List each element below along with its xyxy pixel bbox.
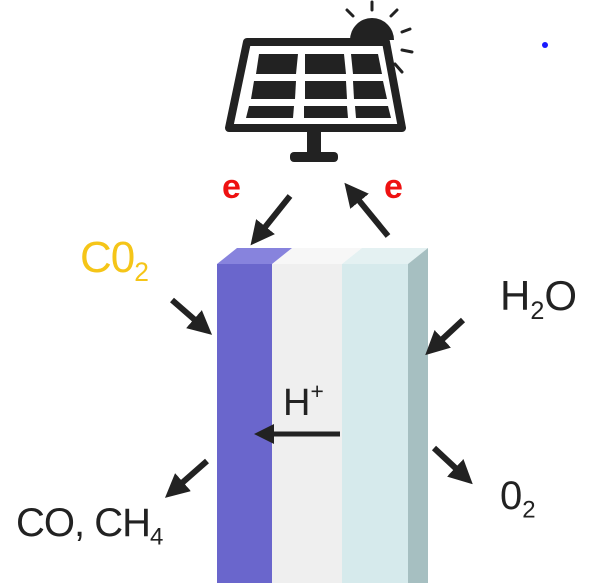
products-label: CO, CH4 — [16, 501, 163, 551]
electron-arrow-up — [344, 182, 391, 238]
co2-inflow-arrow — [170, 297, 213, 335]
co2-label-sub: 2 — [134, 257, 149, 288]
membrane-layer — [272, 264, 342, 583]
h2o-inflow-arrow — [425, 317, 466, 356]
anode-top — [342, 248, 428, 264]
o2-label-base: 0 — [500, 474, 523, 518]
blue-dot — [542, 42, 548, 48]
proton-label-sup: + — [310, 378, 324, 404]
anode-side — [408, 248, 428, 583]
co2-label: C02 — [80, 233, 149, 288]
products-label-main: CO, CH — [16, 501, 151, 545]
cathode-layer — [217, 264, 272, 583]
electron-label-left: e — [222, 168, 241, 206]
o2-outflow-arrow — [431, 445, 473, 485]
electron-label-right: e — [384, 168, 403, 206]
membrane-top — [272, 248, 362, 264]
h2o-label-sub: 2 — [530, 296, 545, 325]
solar-panel-icon — [225, 38, 406, 162]
electrochemical-cell — [217, 248, 428, 583]
proton-label: H+ — [283, 380, 324, 422]
sun-icon — [345, 0, 414, 74]
h2o-label-h: H — [500, 272, 531, 319]
products-label-sub: 4 — [150, 523, 163, 551]
anode-layer — [342, 264, 408, 583]
o2-label: 02 — [500, 476, 536, 522]
products-outflow-arrow — [164, 458, 209, 498]
cathode-top — [217, 248, 292, 264]
h2o-label: H2O — [500, 275, 577, 324]
proton-label-base: H — [283, 381, 311, 424]
electron-arrow-down — [250, 194, 293, 246]
co2-label-base: C0 — [80, 233, 135, 282]
h2o-label-o: O — [544, 272, 578, 319]
o2-label-sub: 2 — [522, 496, 536, 524]
